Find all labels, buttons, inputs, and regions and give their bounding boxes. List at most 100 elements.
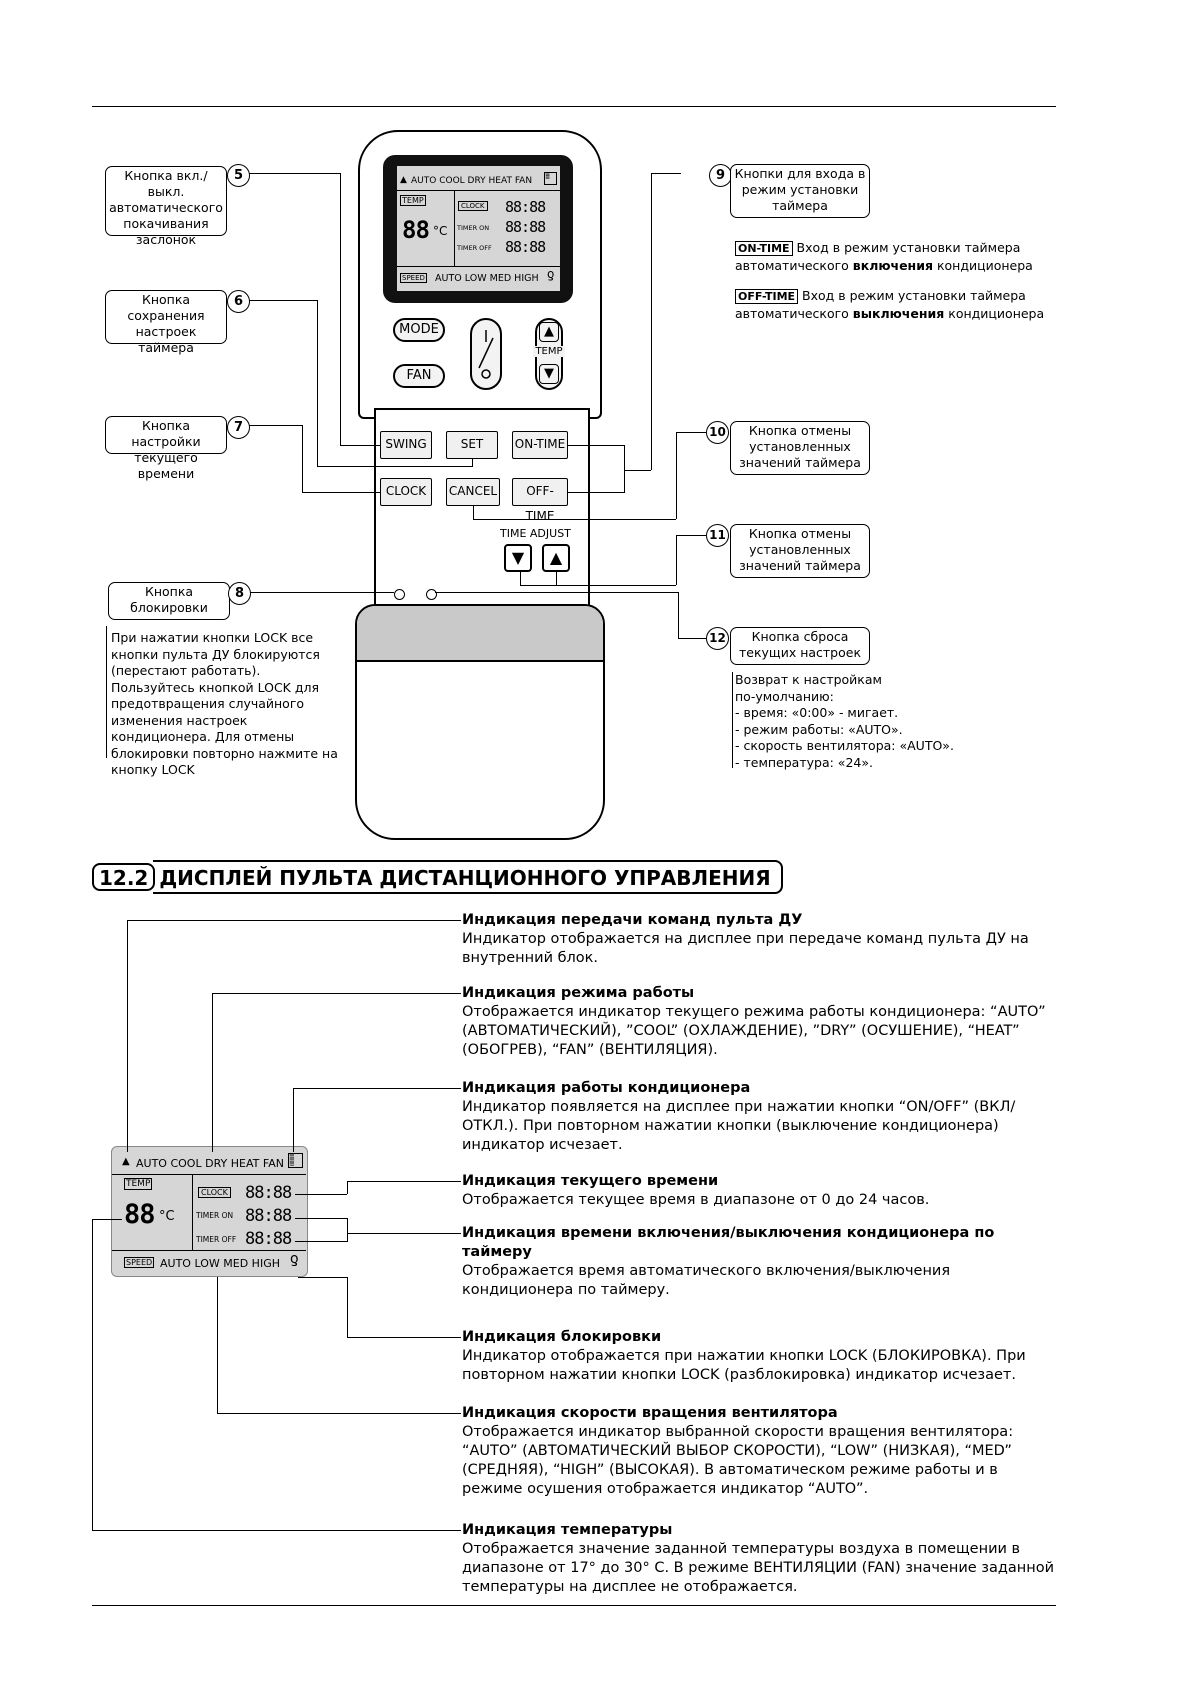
top-rule — [92, 106, 1056, 107]
desc-transmit-text: Индикатор отображается на дисплее при пе… — [462, 931, 1029, 966]
dd-speed-auto: AUTO — [160, 1257, 191, 1270]
dl-temp-b — [92, 1530, 461, 1531]
swing-button[interactable]: SWING — [380, 431, 432, 459]
leader-7 — [245, 425, 302, 426]
mode-button[interactable]: MODE — [393, 318, 445, 342]
lcd-temp-value: 88 — [402, 216, 430, 244]
desc-temp-title: Индикация температуры — [462, 1522, 673, 1538]
speed-med: MED — [489, 273, 512, 284]
dl-timer-a — [295, 1218, 347, 1219]
reset-button[interactable] — [426, 589, 437, 600]
badge-8: 8 — [228, 582, 251, 605]
dl-speed-v — [217, 1277, 218, 1413]
dl-timer-c — [347, 1233, 461, 1234]
dl-lock-a — [298, 1277, 347, 1278]
desc-lock-title: Индикация блокировки — [462, 1329, 662, 1345]
dl-temp-v — [92, 1219, 93, 1530]
dd-mode-fan: FAN — [262, 1157, 284, 1170]
reset-note-intro: Возврат к настройкам по-умолчанию: — [735, 672, 882, 704]
reset-item-mode: - режим работы: «AUTO». — [735, 721, 903, 737]
dd-divider-h — [112, 1174, 306, 1175]
lcd-timer-off-label: TIMER OFF — [457, 244, 492, 252]
section-number: 12.2 — [92, 863, 156, 891]
mode-dry: DRY — [467, 176, 486, 186]
transmit-icon: ▲ — [400, 175, 407, 185]
leader-6c — [472, 459, 473, 467]
badge-11: 11 — [706, 524, 729, 547]
on-time-button[interactable]: ON-TIME — [512, 431, 568, 459]
reset-item-time: - время: «0:00» - мигает. — [735, 705, 899, 720]
reset-item-temp: - температура: «24». — [735, 754, 873, 770]
dd-lock-icon: ƍ — [290, 1251, 299, 1267]
lcd-speed-row: AUTO LOW MED HIGH — [435, 273, 539, 284]
lcd-screen: ▲ AUTO COOL DRY HEAT FAN ≡≡ TEMP 88 °C C… — [397, 166, 560, 291]
on-time-note-text-b: автоматического — [735, 257, 849, 273]
lcd-divider-h2 — [397, 266, 560, 267]
desc-power-text: Индикатор появляется на дисплее при нажа… — [462, 1099, 1016, 1153]
off-time-button[interactable]: OFF-TIME — [512, 478, 568, 523]
lock-icon: ƍ — [547, 267, 555, 281]
leader-5 — [245, 173, 340, 174]
mode-cool: COOL — [439, 176, 465, 186]
fan-button[interactable]: FAN — [393, 364, 445, 388]
lock-note-bracket — [106, 626, 107, 758]
leader-5b — [340, 445, 380, 446]
desc-transmit: Индикация передачи команд пульта ДУ Инди… — [462, 911, 1062, 968]
callout-6: Кнопка сохранения настроек таймера — [105, 290, 227, 355]
dl-lock-b — [347, 1337, 461, 1338]
set-button[interactable]: SET — [446, 431, 498, 459]
dd-mode-auto: AUTO — [136, 1157, 167, 1170]
dl-clock-v — [347, 1181, 348, 1194]
on-time-note: ON-TIME Вход в режим установки таймера а… — [735, 240, 1065, 274]
time-down-button[interactable]: ▼ — [504, 544, 532, 572]
dl-mode-v — [212, 993, 213, 1152]
desc-temp-text: Отображается значение заданной температу… — [462, 1541, 1055, 1595]
dd-temp-label: TEMP — [124, 1178, 153, 1190]
desc-speed: Индикация скорости вращения вентилятора … — [462, 1404, 1062, 1499]
cancel-button[interactable]: CANCEL — [446, 478, 500, 506]
callout-5: Кнопка вкл./выкл. автоматического покачи… — [105, 166, 227, 247]
power-button[interactable] — [470, 318, 502, 390]
dd-speed-label: SPEED — [124, 1257, 155, 1268]
lock-button[interactable] — [394, 589, 405, 600]
lcd-speed-label: SPEED — [400, 273, 427, 283]
speed-auto: AUTO — [435, 273, 462, 284]
badge-12: 12 — [706, 627, 729, 650]
lcd-mode-row: AUTO COOL DRY HEAT FAN — [411, 176, 532, 186]
lcd-divider-h — [397, 190, 560, 191]
temp-up-button[interactable]: ▲ — [539, 322, 559, 342]
time-up-button[interactable]: ▲ — [542, 544, 570, 572]
lcd-clock-label: CLOCK — [458, 201, 488, 211]
badge-9: 9 — [709, 164, 732, 187]
leader-6b — [317, 466, 472, 467]
dd-mode-cool: COOL — [170, 1157, 202, 1170]
reset-note-bracket — [732, 672, 733, 768]
dl-lock-v — [347, 1277, 348, 1337]
leader-9e — [568, 492, 624, 493]
speed-high: HIGH — [514, 273, 539, 284]
off-time-note-text-c: кондиционера — [948, 305, 1045, 321]
desc-timer-text: Отображается время автоматического включ… — [462, 1263, 951, 1298]
desc-clock-text: Отображается текущее время в диапазоне о… — [462, 1192, 930, 1208]
dd-timer-off-label: TIMER OFF — [196, 1235, 237, 1244]
dl-clock-b — [347, 1181, 461, 1182]
dd-mode-heat: HEAT — [230, 1157, 260, 1170]
callout-10: Кнопка отмены установленных значений тай… — [730, 421, 870, 475]
dd-clock-label: CLOCK — [198, 1187, 231, 1198]
dd-transmit-icon: ▲ — [122, 1156, 130, 1167]
leader-10v — [676, 432, 677, 519]
off-time-note-label: OFF-TIME — [735, 289, 799, 304]
lcd-timer-on-value: 88:88 — [505, 218, 546, 236]
dl-clock-a — [295, 1194, 347, 1195]
desc-speed-text: Отображается индикатор выбранной скорост… — [462, 1424, 1014, 1497]
reset-item-speed: - скорость вентилятора: «AUTO». — [735, 738, 954, 753]
desc-timer-title: Индикация времени включения/выключения к… — [462, 1225, 995, 1260]
badge-5: 5 — [227, 164, 250, 187]
temp-down-button[interactable]: ▼ — [539, 364, 559, 384]
leader-7b — [302, 492, 380, 493]
off-time-note-bold: выключения — [852, 305, 945, 321]
leader-9 — [651, 173, 681, 174]
section-title: ДИСПЛЕЙ ПУЛЬТА ДИСТАНЦИОННОГО УПРАВЛЕНИЯ — [153, 860, 783, 894]
clock-button[interactable]: CLOCK — [380, 478, 432, 506]
lcd-divider-v — [454, 190, 455, 266]
